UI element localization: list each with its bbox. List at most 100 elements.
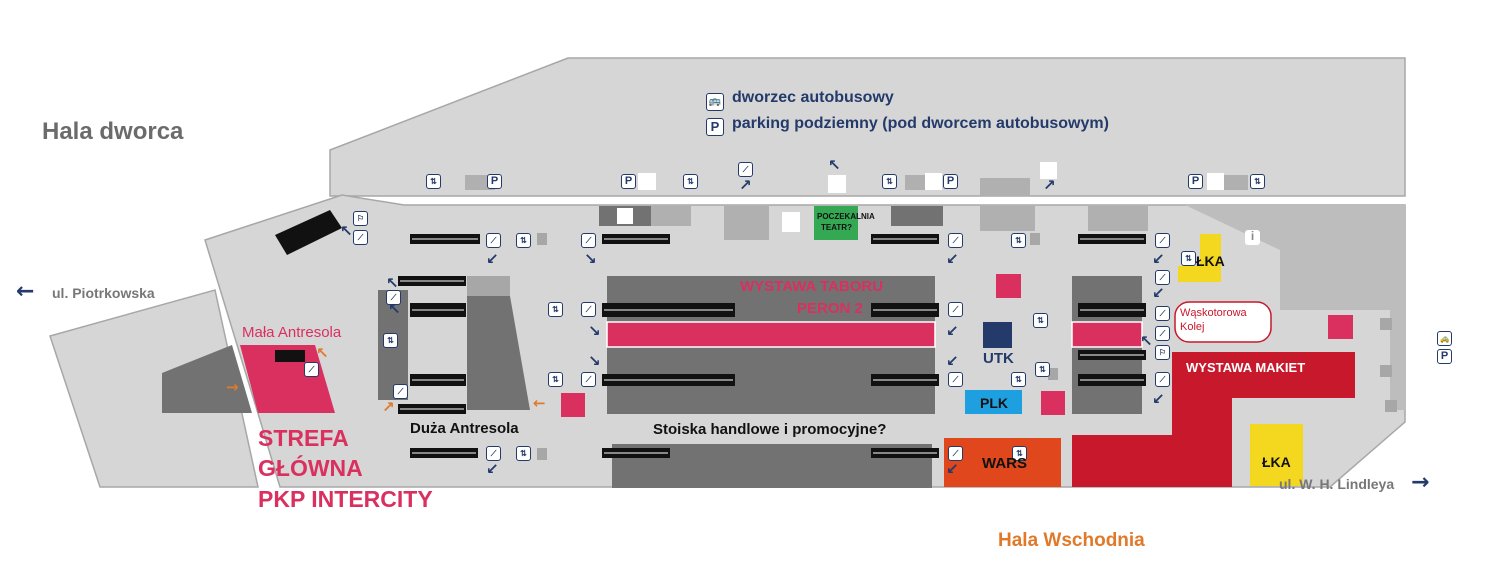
direction-arrow-icon: ↙ <box>946 460 959 478</box>
elevator-icon[interactable]: ⇅ <box>683 174 698 189</box>
north-white-block <box>782 212 800 232</box>
ul-lindleya-label[interactable]: ul. W. H. Lindleya <box>1279 476 1395 492</box>
elevator-icon[interactable]: ⇅ <box>516 446 531 461</box>
direction-arrow-icon: ↗ <box>1043 176 1056 194</box>
parking-icon[interactable]: P <box>1188 174 1203 189</box>
elevator-icon[interactable]: ⇅ <box>1035 362 1050 377</box>
escalator-icon[interactable]: ⟋ <box>948 302 963 317</box>
elevator-icon[interactable]: ⇅ <box>882 174 897 189</box>
escalator-icon[interactable]: ⟋ <box>353 230 368 245</box>
direction-arrow-icon: ↙ <box>946 322 959 340</box>
escalator-icon[interactable]: ⟋ <box>1155 372 1170 387</box>
escalator-icon[interactable]: ⟋ <box>738 162 753 177</box>
direction-arrow-icon: ← <box>533 394 546 412</box>
info-icon[interactable]: i <box>1245 230 1260 245</box>
direction-arrow-icon: ↗ <box>382 398 395 416</box>
stairs-icon[interactable]: ⚐ <box>1155 345 1170 360</box>
escalator-icon <box>275 210 342 362</box>
escalator-icon[interactable]: ⟋ <box>581 372 596 387</box>
waskotorowa-label-line2: Kolej <box>1180 321 1205 333</box>
north-block <box>980 206 1035 231</box>
utk-label: UTK <box>983 350 1014 367</box>
escalator-icon[interactable]: ⟋ <box>581 233 596 248</box>
bus-hall-block <box>828 175 846 193</box>
poczekalnia-label-line2: TEATR? <box>821 223 852 232</box>
escalator-icon[interactable]: ⟋ <box>1155 233 1170 248</box>
north-block <box>1088 206 1148 231</box>
elevator-icon[interactable]: ⇅ <box>1012 446 1027 461</box>
utk-block <box>983 322 1012 348</box>
bus-hall-block <box>1207 173 1224 190</box>
duza-antresola-label: Duża Antresola <box>410 420 519 437</box>
escalator-icon[interactable]: ⟋ <box>1155 270 1170 285</box>
platform-light-block <box>467 276 510 296</box>
direction-arrow-icon: ↘ <box>588 322 601 340</box>
wystawa-makiet-area <box>1072 352 1355 487</box>
parking-icon[interactable]: P <box>943 174 958 189</box>
wars-block <box>944 438 1061 487</box>
elevator-icon[interactable]: ⇅ <box>1033 313 1048 328</box>
bus-icon[interactable]: 🚌 <box>706 93 724 111</box>
parking-icon[interactable]: P <box>487 174 502 189</box>
escalator-icon[interactable]: ⟋ <box>393 384 408 399</box>
elevator-icon[interactable]: ⇅ <box>548 372 563 387</box>
strefa-label-line1: STREFA <box>258 425 349 451</box>
parking-icon[interactable]: P <box>1437 349 1452 364</box>
lka-bottom-label: ŁKA <box>1262 454 1291 470</box>
escalator-icon[interactable]: ⟋ <box>1155 306 1170 321</box>
elevator-icon[interactable]: ⇅ <box>548 302 563 317</box>
north-block <box>891 206 943 226</box>
direction-arrow-icon: ↖ <box>1140 332 1153 350</box>
bus-station-label: dworzec autobusowy <box>732 89 894 106</box>
escalator-icon[interactable]: ⟋ <box>304 362 319 377</box>
escalator-icon[interactable]: ⟋ <box>581 302 596 317</box>
elevator-icon[interactable]: ⇅ <box>1250 174 1265 189</box>
bus-hall-block <box>925 173 942 190</box>
elevator-icon[interactable]: ⇅ <box>426 174 441 189</box>
direction-arrow-icon: ↖ <box>340 222 353 240</box>
direction-arrow-icon: → <box>226 378 239 396</box>
parking-icon[interactable]: P <box>706 118 724 136</box>
elevator-icon[interactable]: ⇅ <box>1011 372 1026 387</box>
platform-dark-block <box>467 296 530 410</box>
elevator-icon[interactable]: ⇅ <box>516 233 531 248</box>
platform-edge-lines <box>400 238 1144 454</box>
direction-arrow-icon: ↙ <box>1152 390 1165 408</box>
arrow-right-icon: → <box>1411 470 1430 495</box>
wystawa-taboru-label-line2: PERON 2 <box>797 300 863 317</box>
bus-station-hall <box>329 57 1406 197</box>
taxi-icon[interactable]: 🚕 <box>1437 331 1452 346</box>
parking-icon[interactable]: P <box>621 174 636 189</box>
escalator-icon[interactable]: ⟋ <box>1155 326 1170 341</box>
stoiska-label: Stoiska handlowe i promocyjne? <box>653 421 887 438</box>
escalator-icon[interactable]: ⟋ <box>486 446 501 461</box>
arrow-left-icon: ← <box>16 279 35 304</box>
ul-piotrkowska-label[interactable]: ul. Piotrkowska <box>52 285 155 301</box>
direction-arrow-icon: ↖ <box>828 156 841 174</box>
wystawa-taboru-label-line1: WYSTAWA TABORU <box>740 278 884 295</box>
direction-arrow-icon: ↙ <box>946 352 959 370</box>
elevator-icon[interactable]: ⇅ <box>1181 251 1196 266</box>
escalator-icon[interactable]: ⟋ <box>386 290 401 305</box>
escalator-icon[interactable]: ⟋ <box>948 372 963 387</box>
direction-arrow-icon: ↙ <box>946 250 959 268</box>
direction-arrow-icon: ↙ <box>1152 284 1165 302</box>
north-block <box>651 206 691 226</box>
bus-hall-block <box>1040 162 1057 179</box>
wystawa-taboru-bar <box>606 321 936 348</box>
escalator-icon[interactable]: ⟋ <box>486 233 501 248</box>
pink-square <box>561 393 585 417</box>
north-white-block <box>617 208 633 224</box>
plk-block <box>965 390 1022 414</box>
direction-arrow-icon: ↙ <box>486 460 499 478</box>
elevator-icon[interactable]: ⇅ <box>383 333 398 348</box>
direction-arrow-icon: ↙ <box>1152 250 1165 268</box>
escalator-icon[interactable]: ⟋ <box>948 446 963 461</box>
elevator-icon[interactable]: ⇅ <box>1011 233 1026 248</box>
stairs-icon[interactable]: ⚐ <box>353 211 368 226</box>
escalator-icon[interactable]: ⟋ <box>948 233 963 248</box>
direction-arrow-icon: ↗ <box>739 176 752 194</box>
poczekalnia-label-line1: POCZEKALNIA <box>817 212 875 221</box>
east-light-area <box>1185 205 1405 410</box>
